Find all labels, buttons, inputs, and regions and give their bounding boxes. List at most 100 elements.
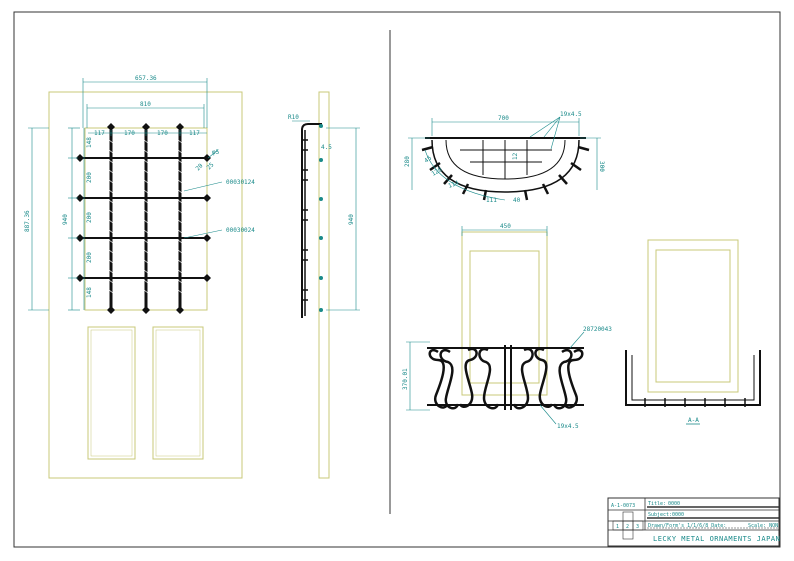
grille-horizontal-bars [80, 157, 207, 279]
arc-dim-12: 12 [512, 152, 519, 160]
dim-height-overall: 887.36 [24, 210, 31, 232]
railing-part-label: 28720043 [583, 326, 612, 333]
tb-cell-grid-d [632, 520, 644, 531]
railing-dim-height: 370.01 [402, 368, 409, 390]
grille-finial [107, 306, 115, 314]
section-label: A-A [688, 417, 699, 424]
arc-dim-bar: 19x4.5 [560, 111, 582, 118]
dim-col-2: 170 [124, 130, 135, 137]
arc-plan-view: 700 19x4.5 280 300 12 45 120 114 111 40 [404, 111, 605, 204]
arc-dim-s5: 40 [513, 197, 521, 204]
tb-cell-1: 1 [616, 524, 619, 530]
grille-finial [203, 154, 211, 162]
arc-radial-bars [421, 145, 590, 201]
door-front-view: 657.36 810 117 170 170 117 148 200 200 2… [24, 75, 255, 479]
arc-dim-width: 700 [498, 115, 509, 122]
tb-title-label: Title: [648, 501, 666, 507]
arc-inner-grid [460, 140, 552, 179]
railing-front-view: 450 370.01 28720043 19x4.5 [402, 223, 612, 430]
section-bar-ticks [644, 398, 746, 407]
fixing-point [319, 308, 323, 312]
arc-radial-bar [577, 145, 590, 152]
grille-finials [76, 123, 211, 314]
arc-dimension-lines [408, 116, 601, 201]
grille-finial [142, 306, 150, 314]
dim-row-3: 200 [86, 212, 93, 223]
arc-radial-bar [482, 189, 488, 201]
door-side-outline [318, 91, 330, 479]
dim-small-b: 25 [205, 161, 215, 171]
grille-finial [176, 123, 184, 131]
dim-small-a: 20 [194, 162, 204, 172]
grille-finial [76, 194, 84, 202]
dim-height-inner: 940 [62, 214, 69, 225]
door-panel-right-inner [155, 329, 201, 457]
railing-scroll [512, 347, 534, 410]
grille-finial [76, 154, 84, 162]
arc-dim-left: 280 [404, 156, 411, 167]
tb-drawing-no: A-1-0073 [611, 503, 635, 509]
grille-finial [203, 234, 211, 242]
part-label-1: 00030124 [226, 179, 255, 186]
arc-radial-bar [541, 183, 550, 195]
grille-finial [107, 123, 115, 131]
tb-subject-value: 0000 [672, 512, 684, 518]
arc-radial-bar [523, 189, 529, 201]
dim-radius: φ5 [212, 149, 220, 156]
railing-scroll [458, 347, 478, 408]
dim-top-overall: 657.36 [135, 75, 157, 82]
railing-scroll [562, 349, 584, 409]
railing-scrolls [428, 347, 584, 410]
dim-row-1: 148 [86, 137, 93, 148]
railing-scroll [439, 349, 460, 410]
arc-radial-bar [461, 183, 470, 195]
arc-radial-bar [429, 161, 441, 172]
side-fixing-points [319, 124, 323, 312]
railing-dim-width: 450 [500, 223, 511, 230]
fixing-point [319, 197, 323, 201]
part-label-2: 00030024 [226, 227, 255, 234]
fixing-point [319, 236, 323, 240]
tb-subject-label: Subject: [648, 512, 672, 518]
railing-scroll [478, 347, 500, 410]
tb-cell-2: 2 [626, 524, 629, 530]
dim-col-4: 117 [189, 130, 200, 137]
section-channel-inner [631, 355, 755, 401]
railing-scroll [534, 347, 554, 408]
section-frame-inner [655, 249, 731, 383]
dim-inner-width: 810 [140, 101, 151, 108]
arc-dim-s4: 111 [486, 197, 497, 204]
door-panel-left [87, 326, 136, 460]
section-channel [625, 350, 761, 406]
side-bar-ticks [302, 139, 308, 301]
railing-rails [427, 345, 584, 410]
grille-finial [76, 234, 84, 242]
railing-dimension-lines [406, 226, 585, 425]
arc-dim-s1: 45 [423, 155, 433, 165]
left-dimension-lines [28, 78, 223, 311]
grille-bar-twist-marks [108, 139, 183, 294]
tb-drawn-label: Drawn/Form's 1/1/6/8 Date: [648, 523, 726, 529]
dim-col-1: 117 [94, 130, 105, 137]
arc-outer [431, 139, 580, 193]
arc-dim-s3: 114 [447, 179, 460, 189]
dim-col-3: 170 [157, 130, 168, 137]
tb-cell-3: 3 [636, 524, 639, 530]
arc-radial-bar [421, 145, 434, 152]
tb-company: LECKY METAL ORNAMENTS JAPAN [653, 535, 780, 543]
grille-side-profile [301, 123, 322, 318]
fixing-point [319, 124, 323, 128]
side-dimension-lines [292, 120, 360, 311]
grille-finial [176, 306, 184, 314]
grille-finial [203, 194, 211, 202]
side-dim-thickness: 4.5 [321, 144, 332, 151]
railing-scroll [428, 349, 450, 409]
arc-radial-bar [558, 174, 568, 185]
tb-cell-grid-e [622, 529, 634, 540]
fixing-point [319, 276, 323, 280]
section-frame-outer [647, 239, 739, 393]
arc-dim-right: 300 [598, 161, 605, 172]
dim-row-2: 200 [86, 172, 93, 183]
tb-scale-label: Scale: NON [748, 523, 778, 529]
